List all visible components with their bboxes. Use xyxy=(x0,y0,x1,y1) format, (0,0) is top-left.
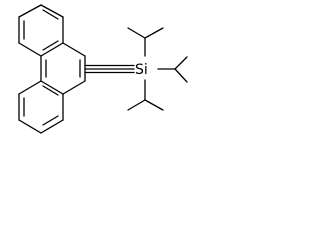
isopropyl-bottom xyxy=(127,79,164,111)
anthracene-ring-bottom xyxy=(18,80,64,134)
alkyne-triple-bond xyxy=(84,64,135,74)
anthracene-ring-middle xyxy=(40,42,86,95)
anthracene-ring-top xyxy=(18,4,64,57)
structure-diagram: Si xyxy=(18,4,188,134)
isopropyl-right xyxy=(157,56,188,83)
silicon-atom-label: Si xyxy=(135,62,148,78)
isopropyl-top xyxy=(127,27,164,57)
